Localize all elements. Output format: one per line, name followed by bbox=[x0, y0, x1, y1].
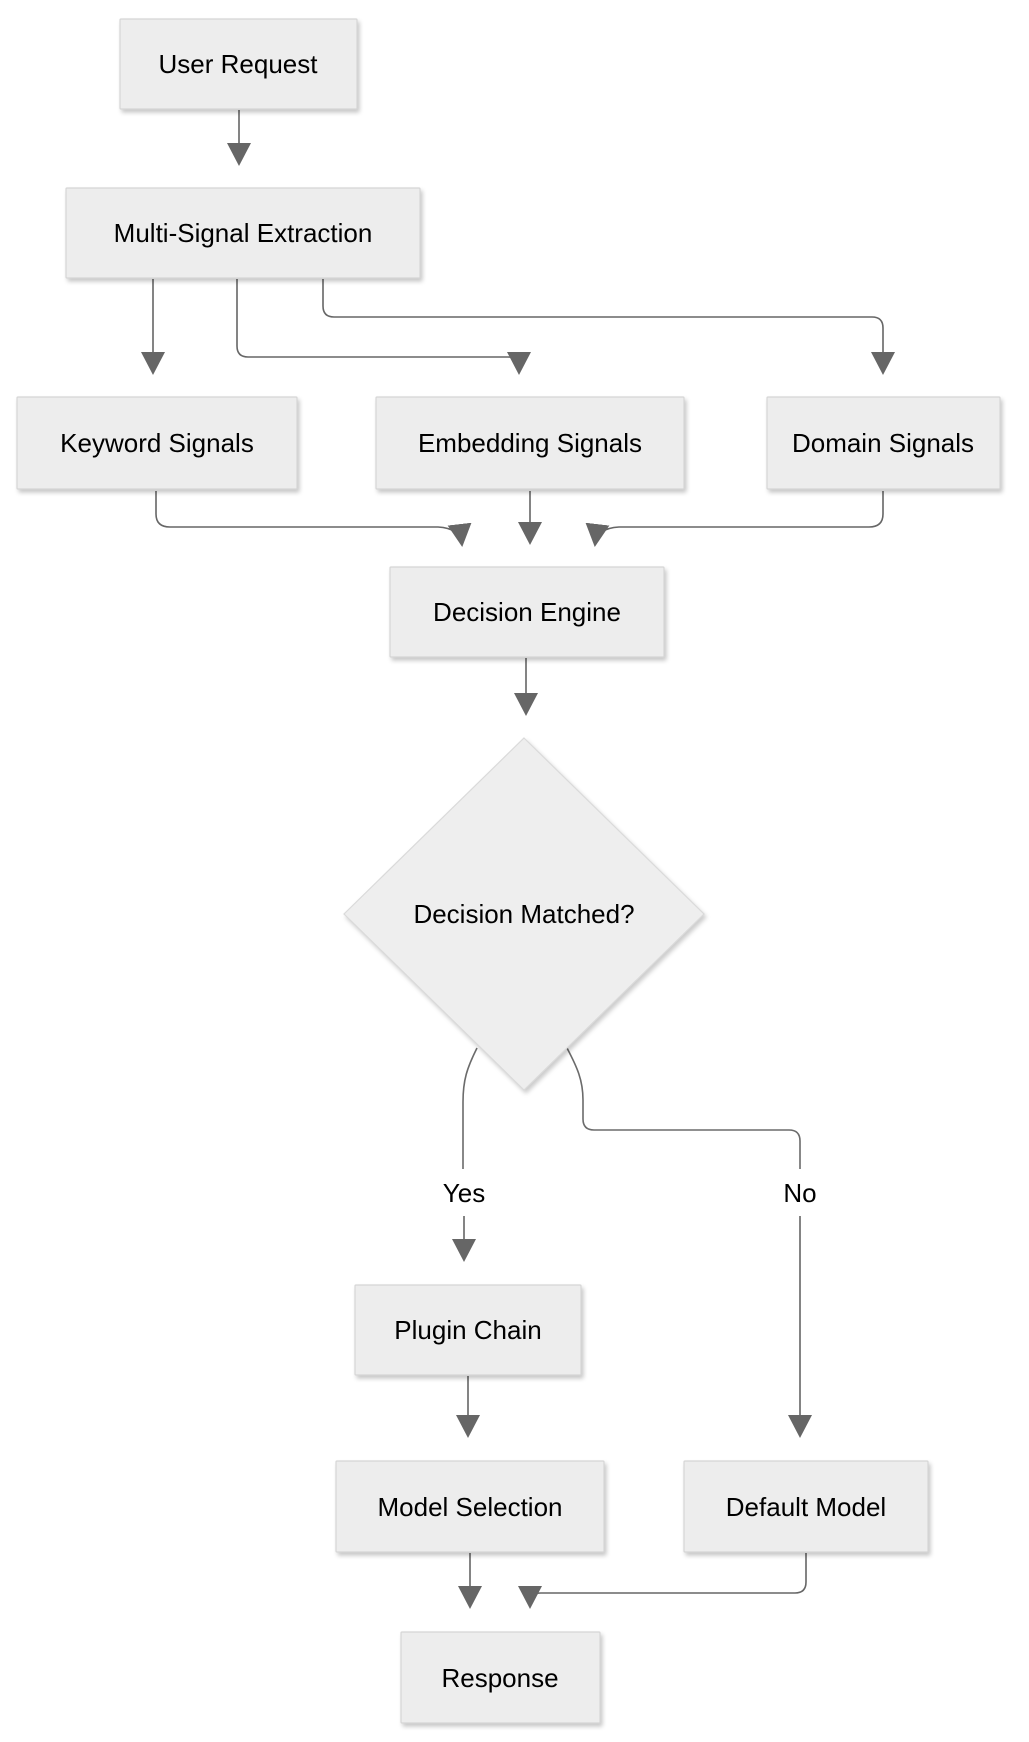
node-domain-signals-label: Domain Signals bbox=[792, 428, 974, 458]
edges bbox=[141, 110, 895, 1609]
node-response-box bbox=[400, 1631, 601, 1724]
edge-diamond-to-no-label bbox=[566, 1047, 801, 1169]
node-keyword-signals-box bbox=[16, 396, 298, 490]
node-embedding-signals: Embedding Signals bbox=[375, 396, 685, 490]
node-model-selection: Model Selection bbox=[335, 1460, 605, 1553]
edge-label-no: No bbox=[783, 1178, 816, 1208]
edge-domain-to-decision-engine bbox=[585, 491, 884, 547]
node-decision-engine: Decision Engine bbox=[389, 566, 665, 658]
node-domain-signals-box bbox=[766, 396, 1001, 490]
node-decision-engine-label: Decision Engine bbox=[433, 597, 621, 627]
node-plugin-chain: Plugin Chain bbox=[354, 1284, 582, 1376]
edge-label-yes: Yes bbox=[443, 1178, 485, 1208]
node-default-model-label: Default Model bbox=[726, 1492, 886, 1522]
node-user-request-label: User Request bbox=[159, 49, 319, 79]
edge-multi-signal-to-domain bbox=[322, 279, 895, 375]
node-default-model-box bbox=[683, 1460, 929, 1553]
node-embedding-signals-box bbox=[375, 396, 685, 490]
node-decision-matched: Decision Matched? bbox=[343, 737, 705, 1091]
node-multi-signal-extraction-box bbox=[65, 187, 421, 279]
node-multi-signal-extraction: Multi-Signal Extraction bbox=[65, 187, 421, 279]
edge-labels: Yes No bbox=[443, 1178, 817, 1208]
node-plugin-chain-box bbox=[354, 1284, 582, 1376]
node-default-model: Default Model bbox=[683, 1460, 929, 1553]
node-decision-matched-label: Decision Matched? bbox=[413, 899, 634, 929]
nodes: User Request Multi-Signal Extraction Key… bbox=[16, 18, 1001, 1724]
node-keyword-signals: Keyword Signals bbox=[16, 396, 298, 490]
edge-default-model-to-response bbox=[518, 1553, 807, 1609]
node-user-request-box bbox=[119, 18, 358, 110]
node-keyword-signals-label: Keyword Signals bbox=[60, 428, 254, 458]
node-embedding-signals-label: Embedding Signals bbox=[418, 428, 642, 458]
node-decision-engine-box bbox=[389, 566, 665, 658]
node-response-label: Response bbox=[441, 1663, 558, 1693]
node-multi-signal-extraction-label: Multi-Signal Extraction bbox=[114, 218, 373, 248]
edge-keyword-to-decision-engine bbox=[155, 491, 472, 547]
node-response: Response bbox=[400, 1631, 601, 1724]
edge-diamond-to-yes-label bbox=[462, 1047, 478, 1169]
node-plugin-chain-label: Plugin Chain bbox=[394, 1315, 541, 1345]
edge-multi-signal-to-embedding bbox=[236, 279, 531, 375]
node-model-selection-box bbox=[335, 1460, 605, 1553]
node-domain-signals: Domain Signals bbox=[766, 396, 1001, 490]
node-user-request: User Request bbox=[119, 18, 358, 110]
node-decision-matched-diamond bbox=[343, 737, 705, 1091]
node-model-selection-label: Model Selection bbox=[378, 1492, 563, 1522]
